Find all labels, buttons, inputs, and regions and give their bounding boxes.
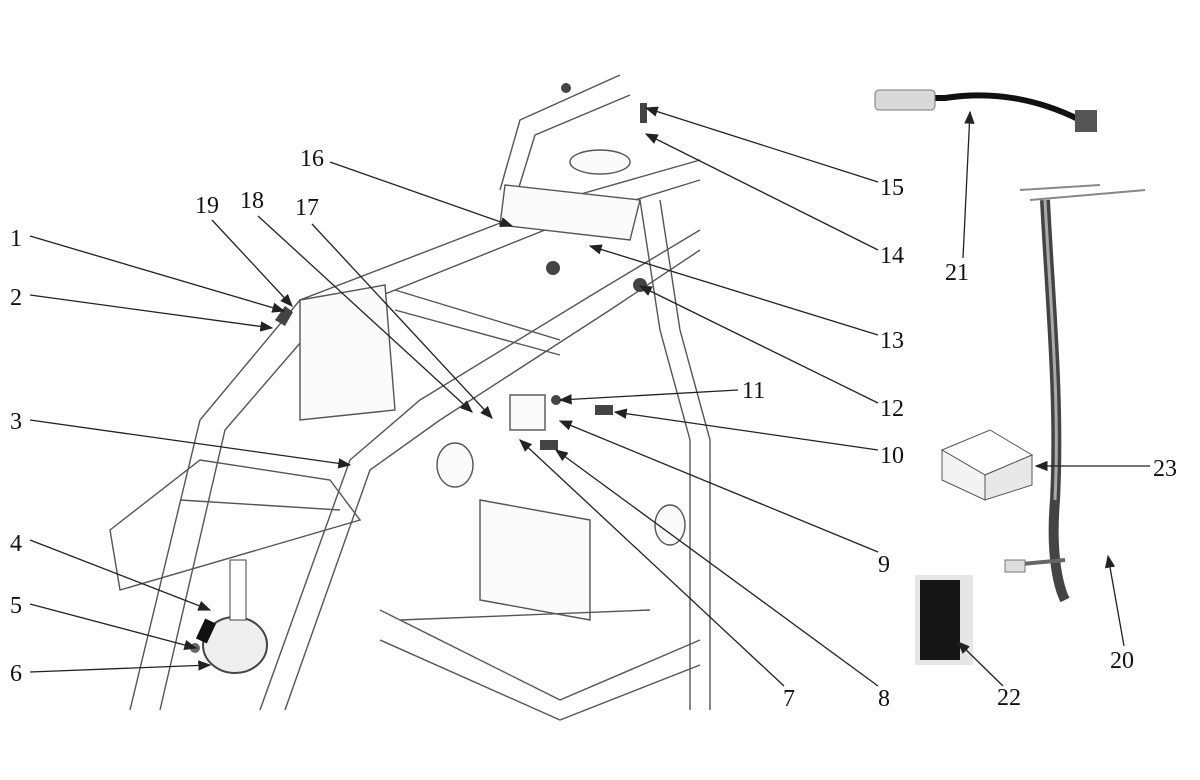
callout-17: 17 bbox=[295, 195, 493, 419]
callout-1: 1 bbox=[10, 226, 286, 313]
callout-number: 7 bbox=[783, 686, 795, 712]
callout-4: 4 bbox=[10, 531, 212, 611]
callout-20: 20 bbox=[1104, 554, 1134, 674]
part-20-wiring-harness bbox=[1004, 184, 1146, 603]
leader-line bbox=[29, 660, 212, 673]
leader-line bbox=[29, 603, 198, 651]
part-22-relay bbox=[915, 575, 973, 665]
callout-number: 14 bbox=[880, 243, 904, 269]
leader-line bbox=[644, 106, 879, 183]
leader-line bbox=[644, 133, 879, 251]
leader-line bbox=[519, 439, 785, 687]
callout-12: 12 bbox=[638, 285, 904, 422]
leader-line bbox=[554, 449, 879, 687]
callout-5: 5 bbox=[10, 593, 198, 651]
callout-11: 11 bbox=[558, 378, 765, 405]
callout-10: 10 bbox=[613, 408, 904, 469]
leader-line bbox=[588, 244, 879, 336]
callout-3: 3 bbox=[10, 409, 352, 469]
part-21-cable bbox=[874, 89, 1097, 132]
callout-22: 22 bbox=[957, 641, 1021, 711]
callout-number: 1 bbox=[10, 226, 22, 252]
leader-line bbox=[257, 215, 473, 413]
callout-21: 21 bbox=[945, 110, 975, 286]
callout-2: 2 bbox=[10, 285, 274, 332]
callout-16: 16 bbox=[300, 146, 514, 228]
callout-number: 21 bbox=[945, 260, 969, 286]
callout-number: 8 bbox=[878, 686, 890, 712]
part-23-box bbox=[940, 429, 1034, 501]
callout-14: 14 bbox=[644, 133, 904, 269]
callout-number: 13 bbox=[880, 328, 904, 354]
callout-9: 9 bbox=[558, 420, 890, 578]
callout-number: 3 bbox=[10, 409, 22, 435]
callout-number: 19 bbox=[195, 193, 219, 219]
callout-number: 5 bbox=[10, 593, 22, 619]
callout-number: 16 bbox=[300, 146, 324, 172]
callout-8: 8 bbox=[554, 449, 890, 712]
callout-number: 6 bbox=[10, 661, 22, 687]
callout-number: 2 bbox=[10, 285, 22, 311]
leader-line bbox=[558, 420, 879, 553]
callout-6: 6 bbox=[10, 660, 212, 687]
leader-line bbox=[962, 110, 975, 259]
callout-13: 13 bbox=[588, 244, 904, 354]
leader-line bbox=[613, 408, 879, 451]
leader-line bbox=[558, 389, 739, 405]
leader-line bbox=[29, 539, 212, 611]
callout-number: 11 bbox=[742, 378, 765, 404]
leader-line bbox=[1104, 554, 1125, 647]
callout-number: 9 bbox=[878, 552, 890, 578]
leader-line bbox=[29, 294, 274, 332]
leader-line bbox=[329, 161, 514, 228]
leader-line bbox=[638, 285, 879, 404]
leader-line bbox=[211, 219, 293, 307]
frame-drawing bbox=[109, 74, 711, 721]
callout-23: 23 bbox=[1034, 456, 1177, 482]
callout-number: 23 bbox=[1153, 456, 1177, 482]
callout-7: 7 bbox=[519, 439, 795, 712]
leader-line bbox=[311, 223, 493, 419]
callout-number: 10 bbox=[880, 443, 904, 469]
leader-line bbox=[29, 419, 352, 469]
callout-number: 20 bbox=[1110, 648, 1134, 674]
callout-15: 15 bbox=[644, 106, 904, 201]
callout-number: 12 bbox=[880, 396, 904, 422]
leader-line bbox=[957, 641, 1004, 687]
callout-18: 18 bbox=[240, 188, 473, 413]
callout-number: 15 bbox=[880, 175, 904, 201]
callout-number: 17 bbox=[295, 195, 319, 221]
callout-number: 4 bbox=[10, 531, 22, 557]
callout-19: 19 bbox=[195, 193, 293, 307]
leader-line bbox=[29, 235, 286, 313]
callout-number: 22 bbox=[997, 685, 1021, 711]
callout-number: 18 bbox=[240, 188, 264, 214]
